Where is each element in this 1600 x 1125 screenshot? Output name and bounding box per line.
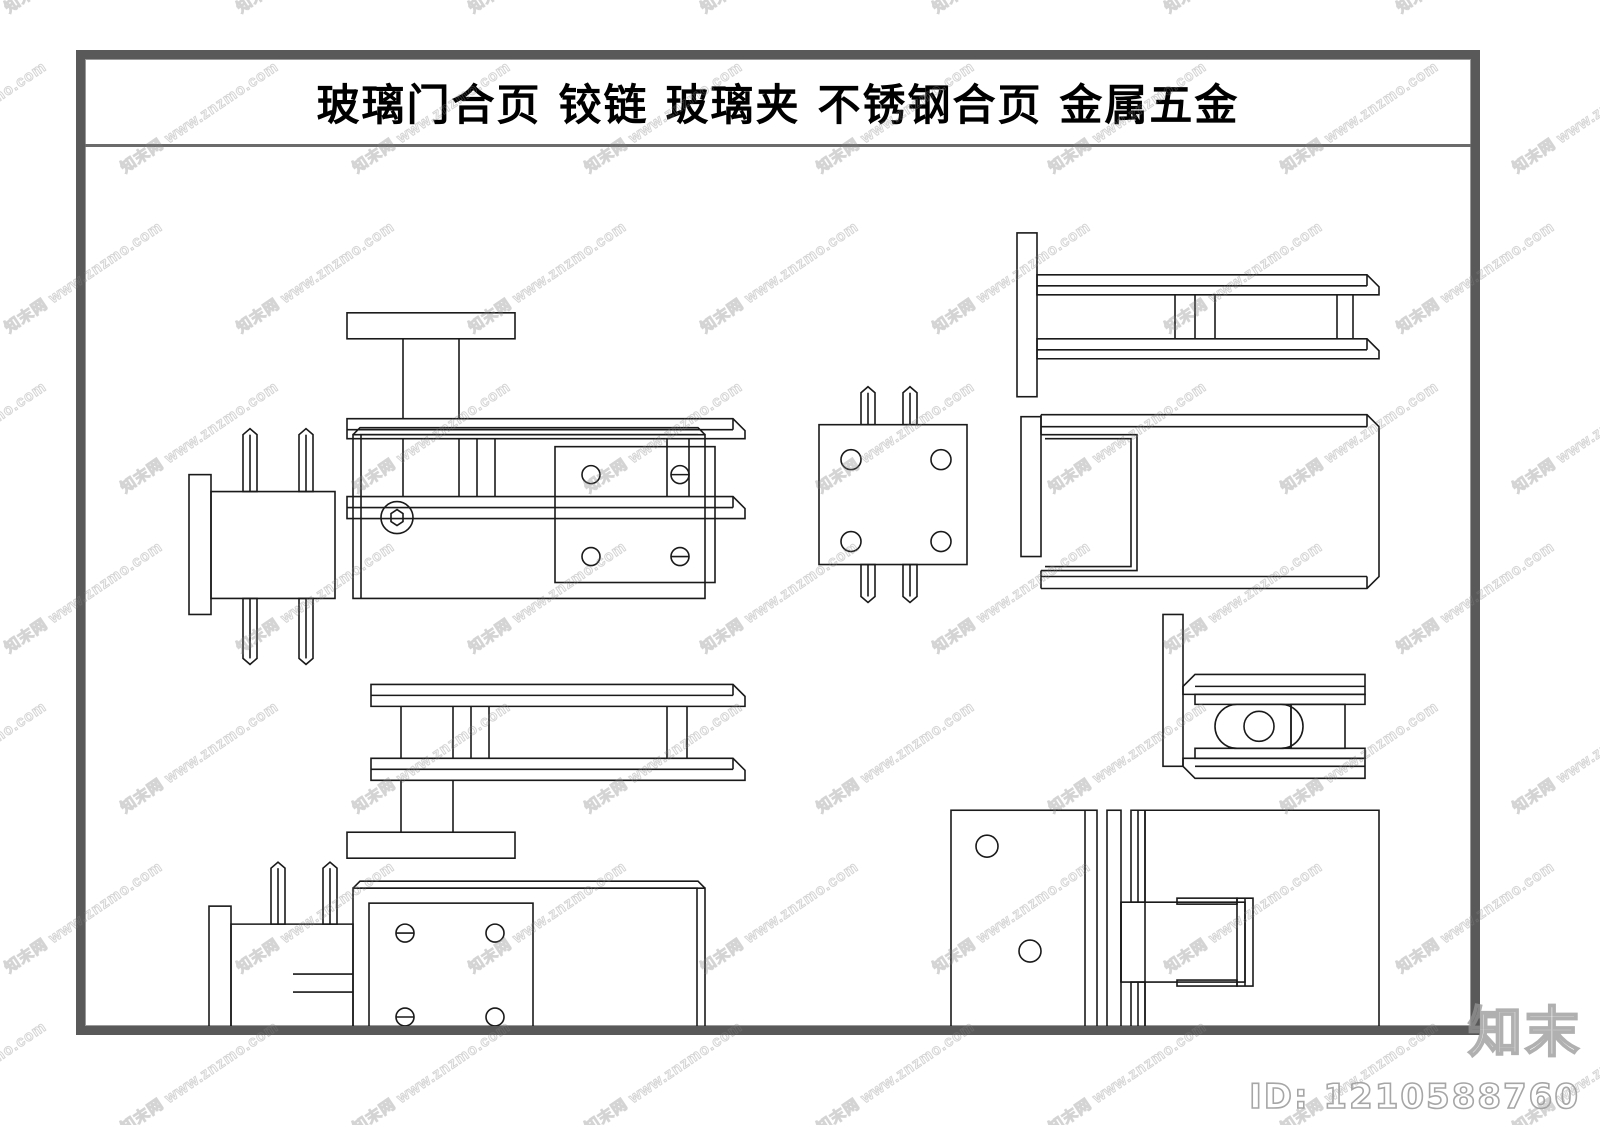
drawing-id-label: ID: 1210588760 [1248,1076,1580,1118]
watermark-text: 知末网 www.znzmo.com [1160,0,1326,17]
watermark-text: 知末网 www.znzmo.com [232,0,398,17]
drawing-frame: 玻璃门合页 铰链 玻璃夹 不锈钢合页 金属五金 [76,50,1480,1035]
drawing-top-right-bracket [1016,232,1380,398]
watermark-text: 知末网 www.znzmo.com [1509,698,1600,817]
drawing-four-hole-plate [818,385,968,604]
drawing-left-end-section [188,427,336,666]
drawing-right-u-clamp [1020,413,1380,590]
watermark-text: 知末网 www.znzmo.com [696,0,862,17]
frame-inner-border [85,59,1471,1026]
cad-drawing-canvas [85,147,1471,1026]
watermark-text: 知末网 www.znzmo.com [0,58,50,177]
watermark-text: 知末网 www.znzmo.com [464,0,630,17]
cad-vector-sheet [188,232,1380,1026]
watermark-text: 知末网 www.znzmo.com [1509,378,1600,497]
drawing-top-left-elevation [346,312,746,520]
watermark-text: 知末网 www.znzmo.com [1509,58,1600,177]
watermark-text: 知末网 www.znzmo.com [0,378,50,497]
title-block: 玻璃门合页 铰链 玻璃夹 不锈钢合页 金属五金 [85,59,1471,147]
drawing-bottom-left-section [208,861,354,1026]
brand-logo: 知末 [1467,1000,1582,1065]
watermark-text: 知末网 www.znzmo.com [0,1018,50,1125]
drawing-main-hinge-plate [352,426,716,600]
watermark-text: 知末网 www.znzmo.com [1392,0,1558,17]
drawing-pivot-clamp [1162,613,1366,780]
drawing-three-hole-leaf [950,809,1098,1026]
drawing-bottom-hinge-plate [352,880,706,1026]
watermark-text: 知末网 www.znzmo.com [0,0,166,17]
page-title: 玻璃门合页 铰链 玻璃夹 不锈钢合页 金属五金 [316,80,1240,131]
drawing-bottom-right-hinge [1106,809,1380,1026]
watermark-text: 知末网 www.znzmo.com [0,698,50,817]
drawing-bottom-left-elevation [346,683,746,859]
watermark-text: 知末网 www.znzmo.com [928,0,1094,17]
